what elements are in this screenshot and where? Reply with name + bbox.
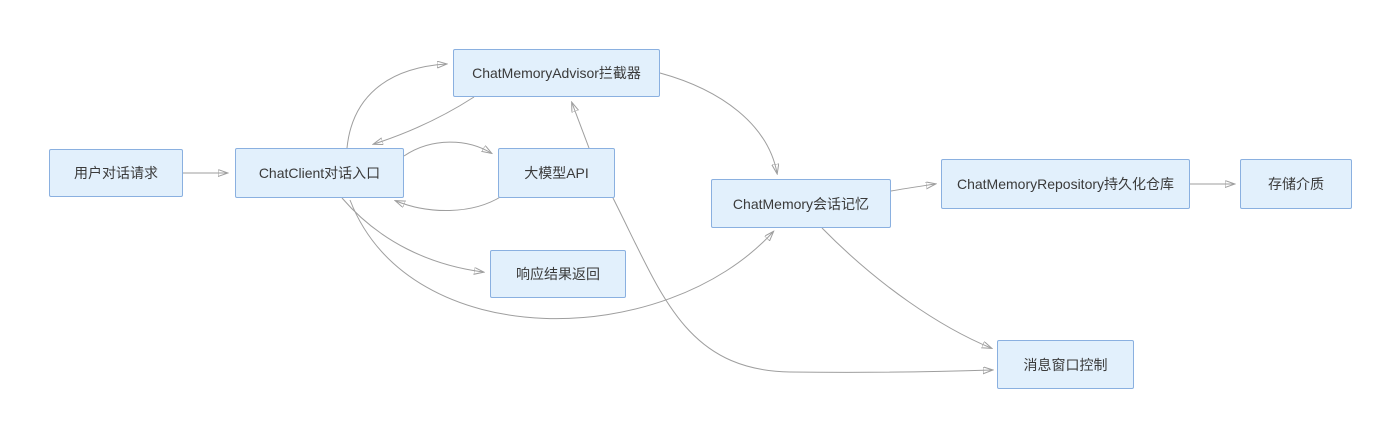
edge-llm-api-to-chat-client	[396, 195, 503, 212]
node-storage-medium-label: 存储介质	[1268, 176, 1324, 192]
node-response-return[interactable]: 响应结果返回	[490, 250, 626, 298]
edge-chat-memory-advisor-to-chat-memory	[659, 72, 777, 173]
edge-chat-memory-to-chat-memory-repository	[890, 184, 935, 192]
node-chat-memory-repository[interactable]: ChatMemoryRepository持久化仓库	[941, 159, 1190, 209]
node-chat-memory[interactable]: ChatMemory会话记忆	[711, 179, 891, 228]
node-chat-client-label: ChatClient对话入口	[258, 165, 381, 181]
node-llm-api-label: 大模型API	[524, 165, 589, 181]
node-chat-memory-repository-label: ChatMemoryRepository持久化仓库	[956, 176, 1175, 192]
node-llm-api[interactable]: 大模型API	[498, 148, 615, 198]
node-chat-memory-advisor[interactable]: ChatMemoryAdvisor拦截器	[453, 49, 660, 97]
edge-chat-client-to-response-return	[341, 197, 483, 272]
edge-chat-memory-to-message-window-control	[821, 227, 991, 348]
node-storage-medium[interactable]: 存储介质	[1240, 159, 1352, 209]
node-chat-client[interactable]: ChatClient对话入口	[235, 148, 404, 198]
node-message-window-control[interactable]: 消息窗口控制	[997, 340, 1134, 389]
edge-llm-api-to-chat-memory-advisor	[572, 103, 590, 149]
node-response-return-label: 响应结果返回	[516, 266, 600, 282]
node-user-request-label: 用户对话请求	[74, 165, 158, 181]
node-message-window-control-label: 消息窗口控制	[1023, 356, 1108, 373]
edge-chat-client-to-llm-api	[403, 141, 491, 157]
edge-chat-memory-advisor-to-chat-client	[374, 96, 475, 144]
edge-chat-client-to-chat-memory-advisor	[346, 64, 446, 149]
edge-chat-client-to-chat-memory	[349, 199, 773, 320]
node-chat-memory-advisor-label: ChatMemoryAdvisor拦截器	[472, 65, 641, 81]
edge-llm-api-to-message-window-control	[612, 197, 992, 372]
node-chat-memory-label: ChatMemory会话记忆	[732, 195, 870, 212]
node-user-request[interactable]: 用户对话请求	[49, 149, 183, 197]
